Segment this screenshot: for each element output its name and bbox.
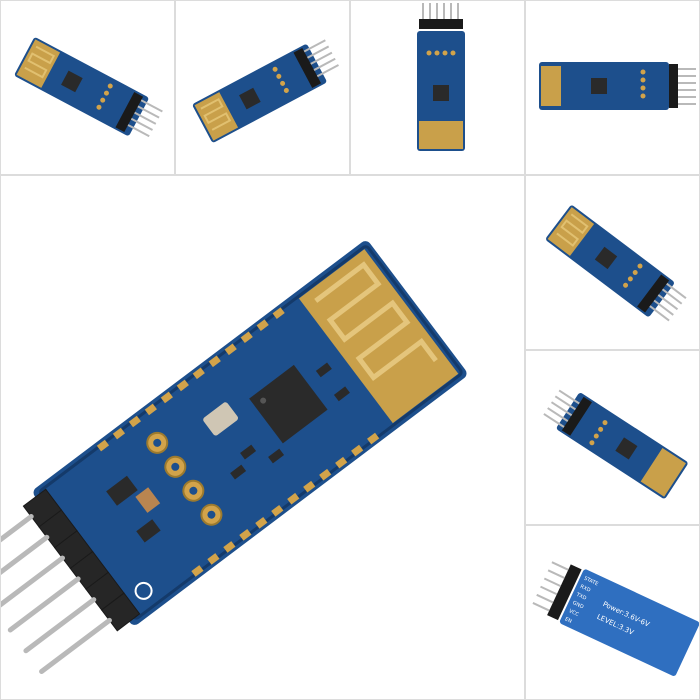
pin-label-vcc: VCC [568, 608, 580, 618]
thumbnail-6 [525, 350, 700, 525]
thumbnail-5 [525, 175, 700, 350]
pin-label-gnd: GND [571, 600, 584, 610]
thumbnail-7-rear-view: STATE RXD TXD GND VCC EN LEVEL:3.3V Powe… [525, 525, 700, 700]
thumbnail-1 [0, 0, 175, 175]
bluetooth-module-pcb-icon [543, 389, 688, 499]
pin-label-rxd: RXD [579, 584, 591, 594]
bluetooth-module-pcb-icon [1, 241, 467, 675]
thumbnail-3 [350, 0, 525, 175]
bluetooth-module-pcb-icon [417, 3, 465, 151]
bluetooth-module-pcb-icon [192, 39, 339, 143]
thumbnail-4 [525, 0, 700, 175]
main-product-image [0, 175, 525, 700]
pin-label-en: EN [564, 616, 573, 624]
bluetooth-module-pcb-icon [14, 37, 163, 138]
bluetooth-module-pcb-icon: STATE RXD TXD GND VCC EN LEVEL:3.3V Powe… [532, 561, 699, 676]
thumbnail-2 [175, 0, 350, 175]
bluetooth-module-pcb-icon [546, 205, 687, 322]
bluetooth-module-pcb-icon [539, 62, 696, 110]
pin-label-txd: TXD [574, 591, 587, 601]
pin-label-state: STATE [583, 576, 599, 588]
